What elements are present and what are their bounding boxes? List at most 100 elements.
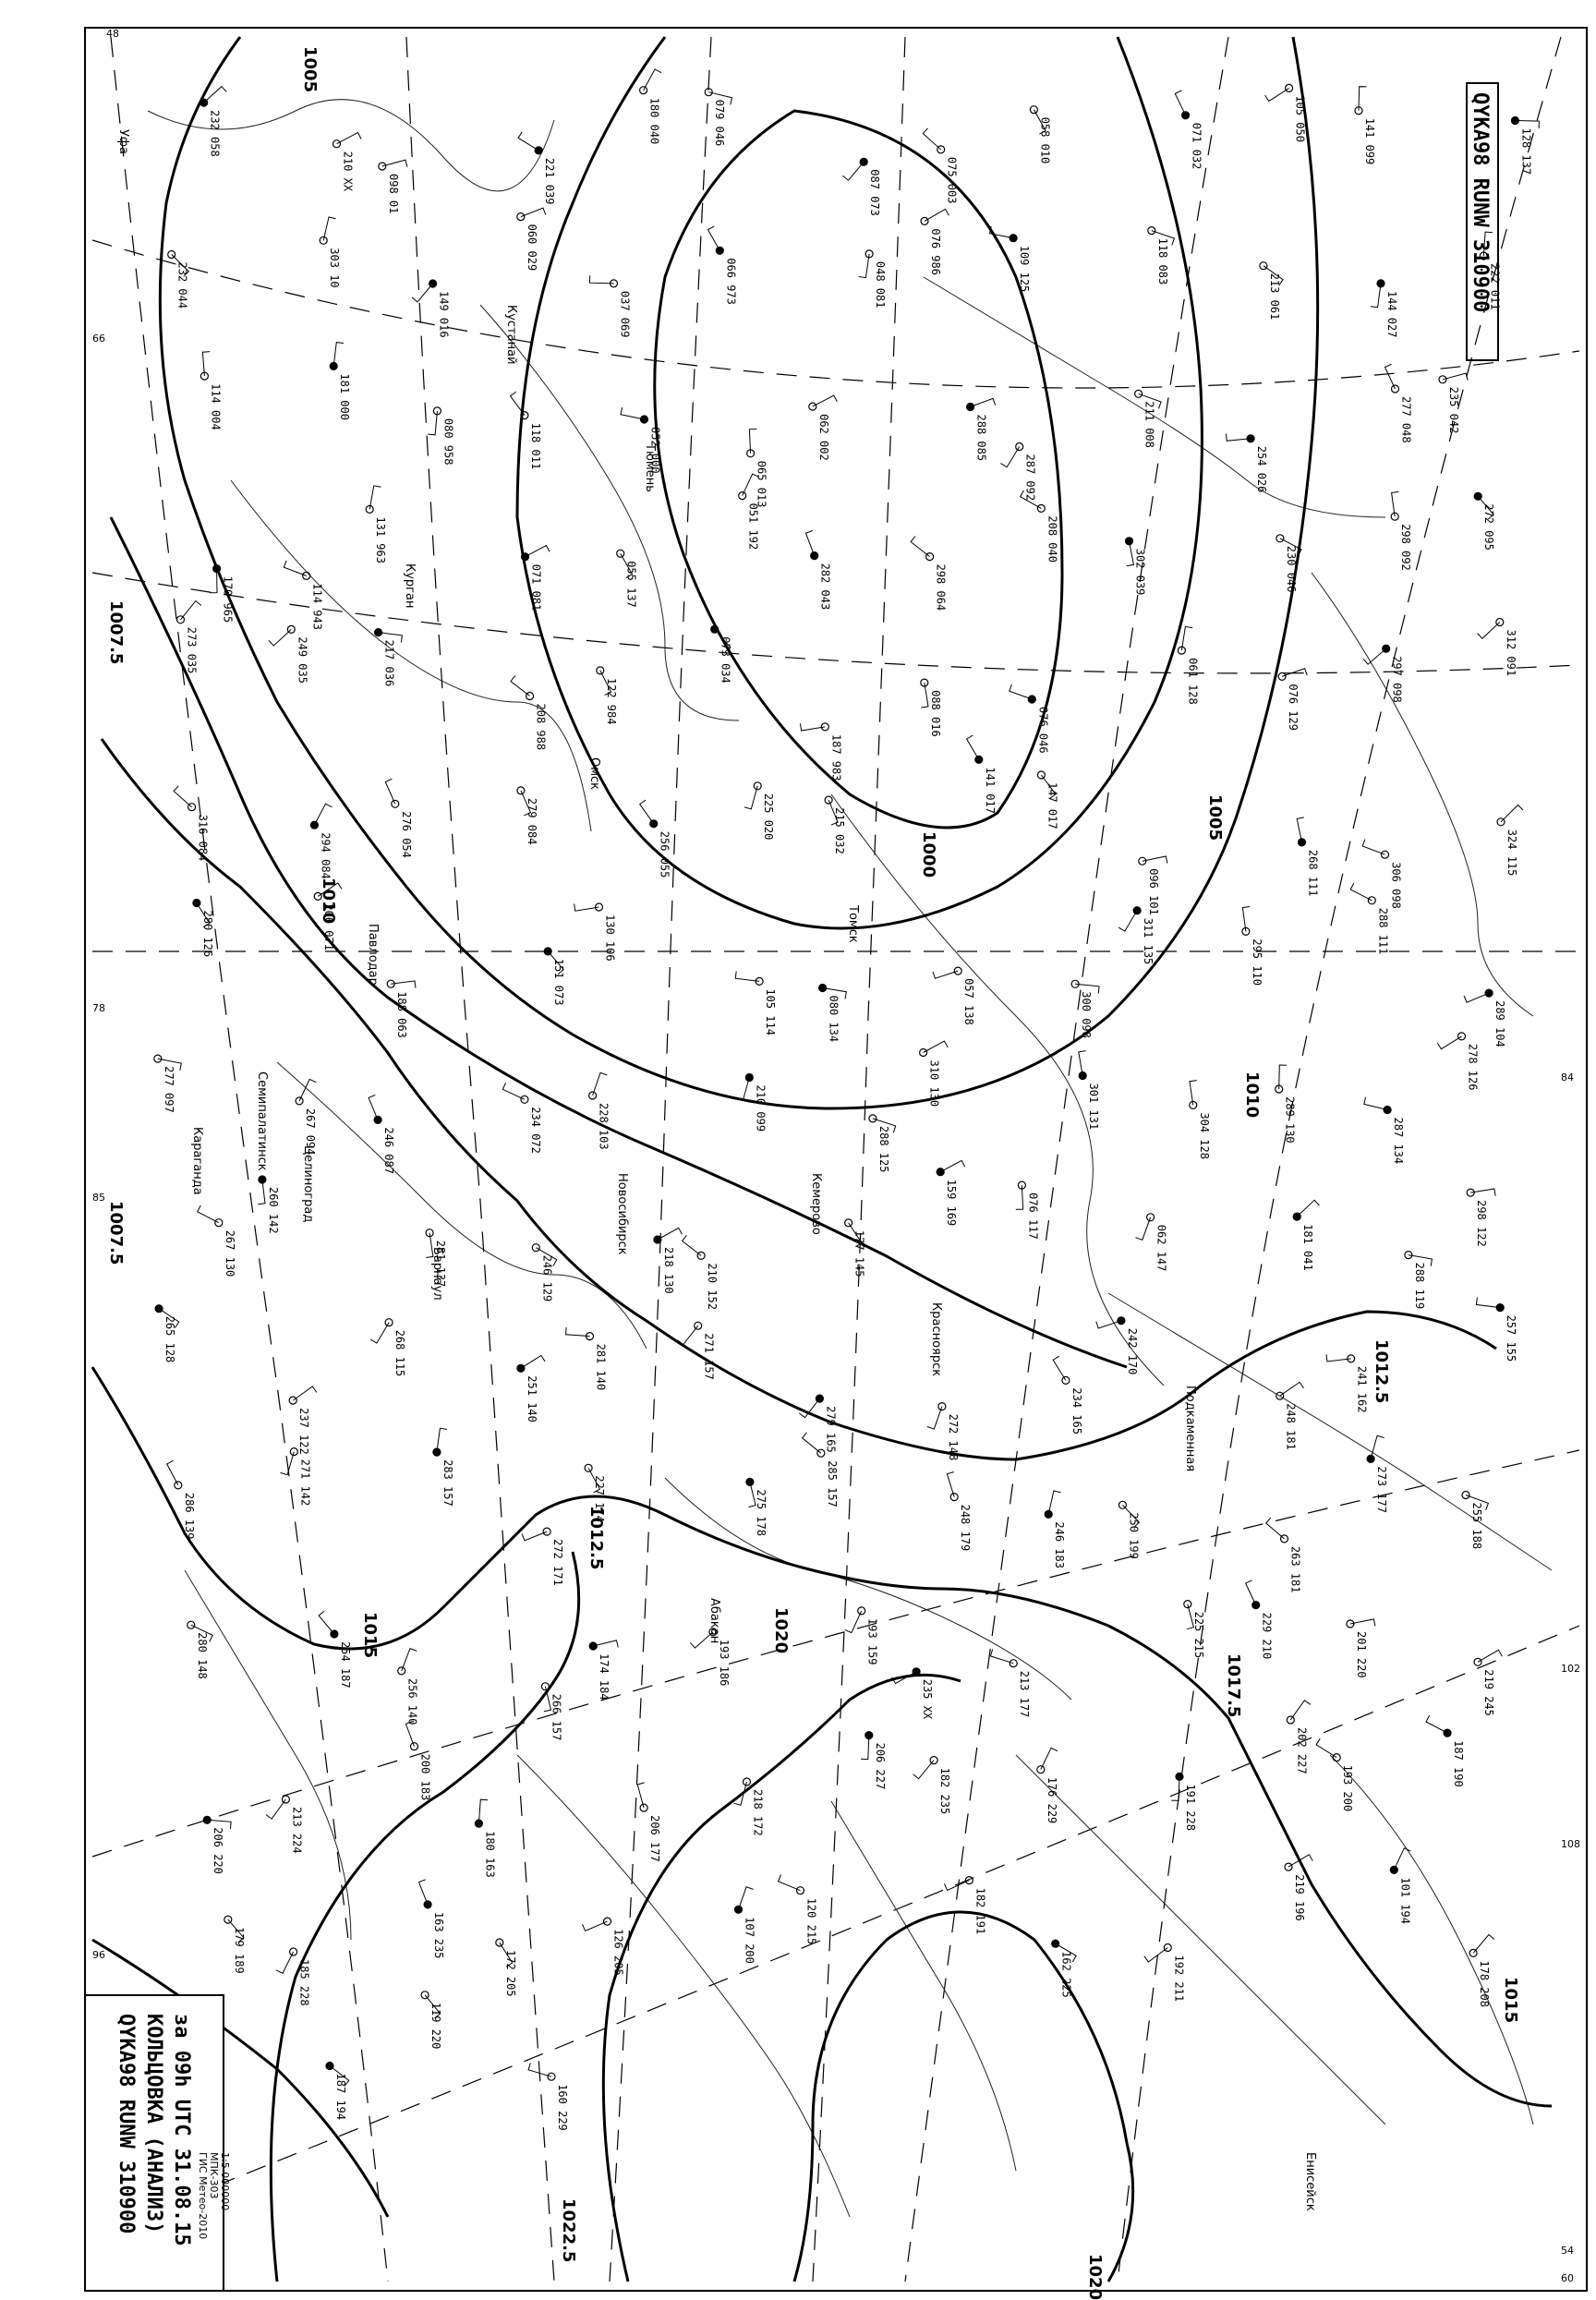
station-pressure: 187 194 (334, 2074, 347, 2121)
wind-barb (1143, 1947, 1168, 1963)
station-circle (200, 371, 209, 381)
wind-barb (510, 675, 530, 696)
station-circle (965, 402, 975, 412)
wind-barb (860, 1735, 870, 1761)
station-plot: 200 183 (405, 1721, 432, 1800)
station-circle (708, 1628, 718, 1637)
station-plot: 193 186 (689, 1628, 731, 1686)
station-plot: 062 002 (808, 394, 838, 461)
station-pressure: 060 029 (526, 224, 538, 272)
wind-barb (268, 629, 292, 647)
station-pressure: 298 092 (1399, 524, 1412, 571)
station-plot: 241 162 (1325, 1354, 1369, 1412)
wind-barb (157, 1058, 182, 1071)
station-circle (864, 249, 874, 259)
station-plot: 256 055 (639, 799, 671, 878)
station-circle (596, 666, 605, 675)
station-plot: 286 139 (166, 1459, 196, 1539)
station-circle (281, 1795, 290, 1804)
station-pressure: 229 210 (1261, 1613, 1274, 1660)
station-plot: 176 229 (1036, 1747, 1058, 1823)
station-pressure: 248 179 (959, 1505, 972, 1552)
station-pressure: 193 159 (866, 1618, 879, 1665)
wind-barb (742, 473, 760, 496)
station-pressure: 249 035 (296, 636, 308, 684)
station-circle (815, 1394, 825, 1403)
station-circle (1495, 1302, 1505, 1313)
wind-barb (405, 1721, 415, 1747)
city-label: Павлодар (366, 924, 380, 986)
station-pressure: 101 194 (1398, 1877, 1411, 1924)
wind-barb (1315, 1738, 1337, 1759)
station-pressure: 260 142 (267, 1187, 280, 1234)
wind-barb (1296, 1199, 1320, 1217)
station-pressure: 058 010 (1038, 117, 1051, 164)
wind-barb (1515, 120, 1540, 128)
station-plot: 229 210 (1244, 1580, 1274, 1660)
station-circle (744, 1072, 754, 1083)
station-pressure: 120 215 (805, 1898, 818, 1945)
station-plot: 277 097 (153, 1054, 182, 1113)
wind-barb (777, 1874, 801, 1892)
station-circle (365, 504, 374, 514)
station-plot: 060 029 (516, 207, 547, 272)
wind-barb (197, 1204, 220, 1224)
station-pressure: 324 115 (1505, 829, 1518, 877)
station-circle (1009, 234, 1018, 243)
station-circle (1473, 491, 1482, 501)
wind-barb (1281, 667, 1308, 677)
station-plot: 285 157 (801, 1432, 839, 1507)
city-label: Курган (403, 563, 417, 608)
station-plot: 079 046 (704, 88, 733, 146)
station-circle (795, 1886, 805, 1895)
station-pressure: 080 134 (828, 996, 840, 1043)
station-plot: 073 034 (710, 624, 732, 684)
wind-barb (1241, 906, 1251, 932)
station-pressure: 098 01 (387, 174, 400, 213)
station-pressure: 080 958 (441, 418, 454, 466)
station-pressure: 170 965 (222, 576, 235, 623)
station-circle (1189, 1100, 1198, 1110)
station-pressure: 276 054 (400, 811, 413, 858)
station-plot: 160 229 (527, 2063, 569, 2131)
station-plot: 230 046 (1276, 534, 1302, 592)
wind-barb (173, 785, 192, 808)
wind-barb (426, 1232, 434, 1258)
wind-barb (714, 628, 732, 653)
station-pressure: 221 039 (543, 158, 556, 205)
station-pressure: 267 130 (224, 1230, 236, 1277)
station-pressure: 273 035 (186, 627, 199, 674)
station-circle (167, 249, 176, 260)
station-plot: 122 984 (596, 666, 618, 724)
station-circle (1332, 1752, 1341, 1762)
wind-barb (1288, 1854, 1313, 1868)
wind-barb (620, 406, 645, 420)
isobar-label: 1020 (1085, 2254, 1105, 2300)
station-plot: 172 205 (495, 1938, 517, 1997)
wind-barb (1465, 1495, 1490, 1510)
station-circle (638, 86, 648, 95)
station-pressure: 275 178 (755, 1489, 768, 1536)
station-pressure: 181 000 (338, 373, 351, 420)
station-circle (857, 1606, 866, 1616)
station-circle (859, 157, 868, 166)
station-plot: 181 041 (1292, 1199, 1320, 1271)
station-circle (1404, 1250, 1413, 1260)
station-plot: 185 228 (275, 1947, 311, 2006)
station-pressure: 131 963 (374, 516, 387, 563)
station-plot: 193 200 (1315, 1738, 1354, 1811)
wind-barb (592, 1071, 608, 1096)
wind-barb (517, 131, 539, 151)
station-plot: 107 200 (733, 1886, 756, 1964)
station-circle (710, 624, 719, 634)
station-circle (429, 279, 438, 288)
station-plot: 248 179 (946, 1471, 972, 1552)
station-pressure: 272 148 (947, 1414, 960, 1461)
wind-barb (582, 1920, 608, 1932)
station-plot: 206 227 (860, 1730, 887, 1789)
wind-barb (292, 1386, 318, 1401)
station-circle (289, 1447, 298, 1457)
station-circle (1382, 644, 1391, 653)
isobar-label: 1007.5 (106, 600, 126, 664)
station-pressure: 227 174 (593, 1475, 606, 1522)
